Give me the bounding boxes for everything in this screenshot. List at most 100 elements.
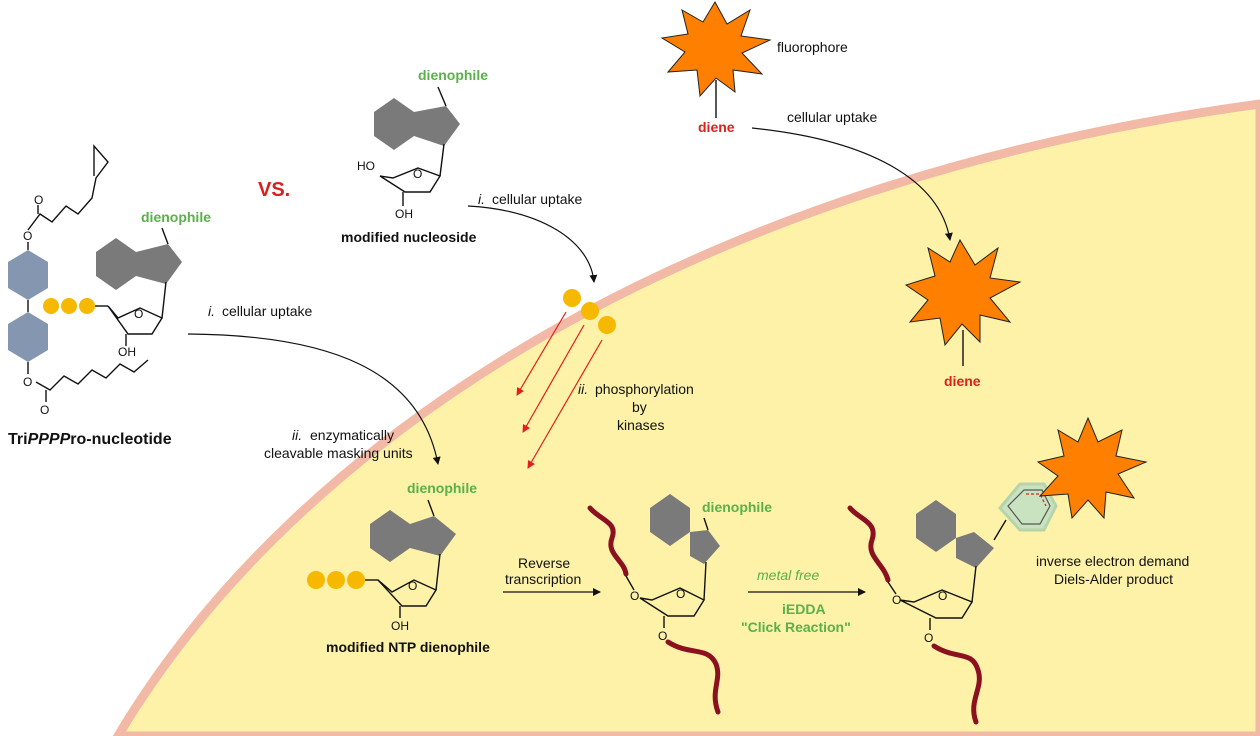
ntp-phosphate-2 <box>327 571 345 589</box>
rna-strand-lower-2 <box>931 643 982 725</box>
phos-line2: by <box>632 399 647 415</box>
o-lower-ester: O <box>23 375 32 389</box>
o-label-rna2-ring: O <box>938 589 947 603</box>
base-pent-pro <box>136 244 182 284</box>
rna-strand-lower-1 <box>665 639 721 715</box>
ho-label-nucleoside: HO <box>357 159 375 173</box>
o-upper-carbonyl: O <box>34 193 43 207</box>
vs-label: VS. <box>258 179 290 201</box>
nucleoside-uptake-label: cellular uptake <box>492 191 582 207</box>
click-reaction-label: "Click Reaction" <box>741 619 851 635</box>
dienophile-bond-nucleoside <box>437 86 447 107</box>
glyco-bond-product <box>971 565 977 603</box>
mask-hex-lower <box>8 312 48 362</box>
base-hex-ntp <box>370 510 410 562</box>
product-ring <box>1007 489 1051 525</box>
metal-free-label: metal free <box>757 567 819 583</box>
base-hex-product <box>916 500 956 552</box>
o-label-nucleoside: O <box>413 167 422 181</box>
iedda-label: iEDDA <box>782 601 826 617</box>
o-label-rna1-3p: O <box>658 629 667 643</box>
dienophile-label-pro: dienophile <box>141 209 211 225</box>
fluorophore-label: fluorophore <box>777 39 848 55</box>
rna-strand-upper-1 <box>587 505 629 577</box>
base-pent-ntp <box>410 516 456 556</box>
phos-num: ii. <box>578 381 588 397</box>
base-hex-pro <box>96 238 136 290</box>
ribose-nucleoside <box>379 167 442 193</box>
mask-line1: enzymatically <box>310 427 394 443</box>
base-hex-nucleoside <box>374 98 414 150</box>
glyco-bond-pro <box>161 281 167 319</box>
fluorophore-star-top <box>660 0 772 98</box>
diene-label-top: diene <box>698 119 735 135</box>
uptake-arrow-right <box>751 127 953 241</box>
phos-arrow-3 <box>527 339 603 469</box>
oh-label-nucleoside: OH <box>395 207 413 221</box>
glyco-bond-nucleoside <box>439 143 445 177</box>
phos-line3: kinases <box>617 417 664 433</box>
pro-phosphate-3 <box>79 298 95 314</box>
pro-uptake-label: cellular uptake <box>222 303 312 319</box>
ntp-phosphate-3 <box>347 571 365 589</box>
ribose-product <box>899 589 974 619</box>
dienophile-bond-pro <box>161 227 169 245</box>
dienophile-label-nucleoside: dienophile <box>418 67 488 83</box>
modified-ntp-label: modified NTP dienophile <box>326 639 490 655</box>
ribose-ntp <box>377 579 438 607</box>
dienophile-bond-rna <box>703 517 709 531</box>
o-label-pro: O <box>134 307 143 321</box>
base-pent-nucleoside <box>414 106 460 146</box>
dienophile-bond-ntp <box>427 499 435 517</box>
ribose-pro <box>107 305 164 335</box>
reverse-line2: transcription <box>505 571 581 587</box>
dienophile-label-ntp: dienophile <box>407 480 477 496</box>
oh-label-ntp: OH <box>391 619 409 633</box>
product-line1: inverse electron demand <box>1036 553 1189 569</box>
cellular-uptake-right-label: cellular uptake <box>787 109 877 125</box>
o-lower-carbonyl: O <box>40 403 49 417</box>
reverse-line1: Reverse <box>518 555 570 571</box>
o-label-rna1-5p: O <box>630 589 639 603</box>
phosphate-2 <box>581 302 599 320</box>
o-label-ntp: O <box>408 579 417 593</box>
upper-chain <box>27 144 109 231</box>
lower-chain <box>35 359 149 391</box>
mask-num: ii. <box>292 427 302 443</box>
modified-nucleoside-label: modified nucleoside <box>341 229 477 245</box>
product-linker <box>993 519 1007 541</box>
diene-label-mid: diene <box>944 373 981 389</box>
phos-arrow-1 <box>516 311 567 396</box>
uptake-arrow-pro <box>187 333 441 465</box>
uptake-arrow-nucleoside <box>467 205 598 283</box>
base-pent-rna <box>690 530 720 564</box>
trippp-label: TriPPPPro-nucleotide <box>8 431 172 448</box>
o-upper-ester: O <box>23 229 32 243</box>
pro-uptake-num: i. <box>208 303 215 319</box>
pro-phosphate-2 <box>61 298 77 314</box>
pro-phosphate-1 <box>43 298 59 314</box>
rna-link-upper-2 <box>887 581 897 595</box>
nucleoside-uptake-num: i. <box>478 191 485 207</box>
base-pent-product <box>956 532 994 568</box>
mask-hex-upper <box>8 250 48 300</box>
product-line2: Diels-Alder product <box>1054 571 1173 587</box>
o-label-rna2-5p: O <box>892 593 901 607</box>
rna-link-upper-1 <box>625 575 635 591</box>
fluorophore-star-product <box>1036 416 1148 520</box>
mask-line2: cleavable masking units <box>264 445 413 461</box>
o-label-rna2-3p: O <box>924 631 933 645</box>
phos-line1: phosphorylation <box>595 381 694 397</box>
base-hex-rna <box>650 494 690 546</box>
glyco-bond-rna <box>703 561 707 601</box>
phosphate-1 <box>563 289 581 307</box>
glyco-bond-ntp <box>435 553 441 591</box>
o-label-rna1-ring: O <box>676 587 685 601</box>
phos-arrow-2 <box>522 324 585 433</box>
fluorophore-star-mid <box>904 238 1022 347</box>
oh-label-pro: OH <box>118 345 136 359</box>
dienophile-label-rna: dienophile <box>702 499 772 515</box>
product-ring-new-bond <box>1026 493 1047 507</box>
